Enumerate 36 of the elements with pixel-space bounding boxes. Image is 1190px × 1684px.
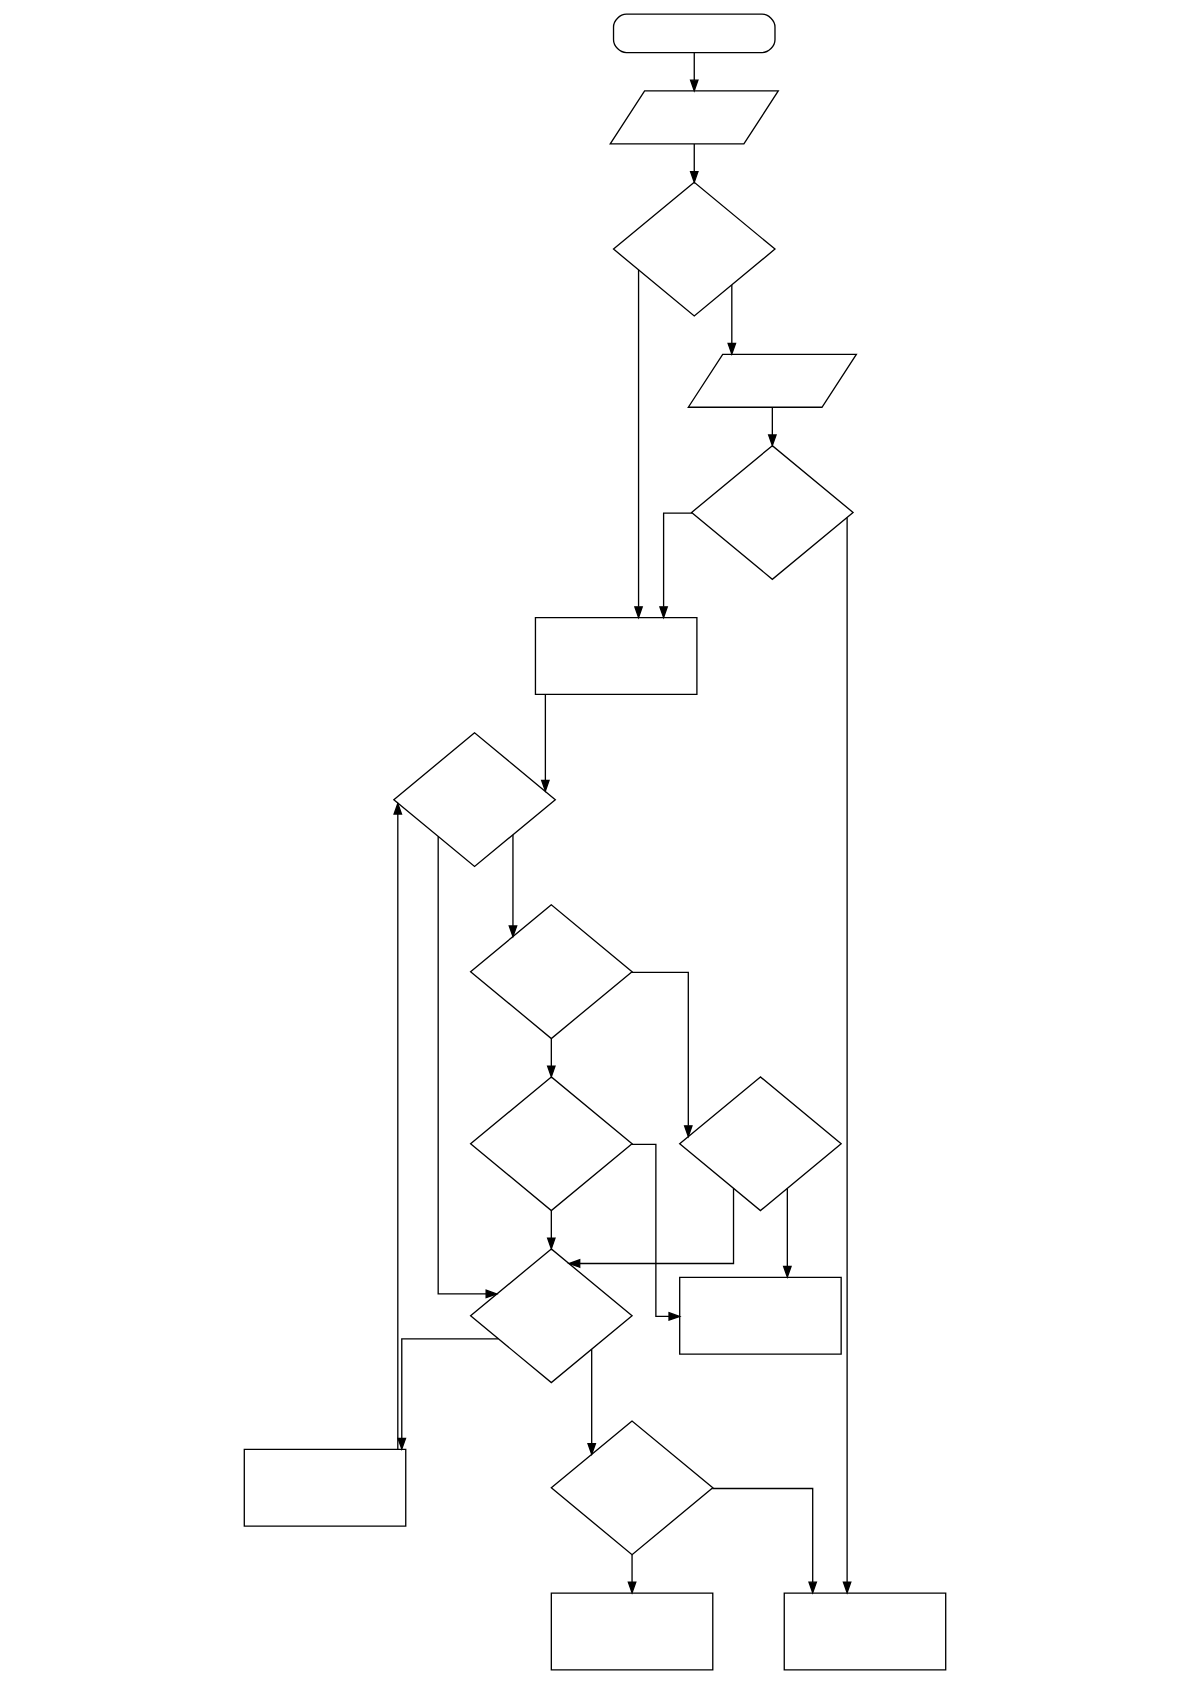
node-box [550, 1592, 714, 1671]
arrow [658, 512, 693, 620]
arrow [393, 801, 403, 1450]
node-diamond [550, 1420, 714, 1556]
arrow [689, 143, 699, 185]
node-diamond [469, 1076, 634, 1212]
node-terminal [612, 13, 776, 54]
arrow [540, 693, 550, 793]
arrow [782, 1187, 792, 1280]
node-box [243, 1448, 407, 1527]
arrow [437, 835, 499, 1299]
node-parallelogram [687, 353, 858, 408]
arrow [567, 1187, 735, 1269]
node-parallelogram [609, 90, 780, 145]
arrow [711, 1487, 818, 1595]
arrow [842, 516, 852, 1595]
node-diamond [612, 181, 777, 317]
node-diamond [469, 904, 634, 1040]
arrow [633, 269, 644, 620]
node-diamond [690, 444, 855, 581]
node-box [783, 1592, 947, 1671]
arrow [546, 1210, 556, 1251]
arrow [627, 1554, 637, 1595]
arrow [630, 971, 693, 1139]
node-diamond [678, 1076, 843, 1212]
arrow [546, 1038, 556, 1079]
arrow [727, 284, 737, 357]
arrow [508, 834, 518, 939]
arrow [767, 406, 777, 448]
node-diamond [469, 1248, 634, 1384]
arrow [587, 1348, 597, 1457]
arrow [630, 1143, 682, 1322]
arrow [397, 1338, 499, 1452]
node-box [534, 617, 698, 696]
arrow [689, 52, 699, 93]
node-box [679, 1276, 842, 1355]
